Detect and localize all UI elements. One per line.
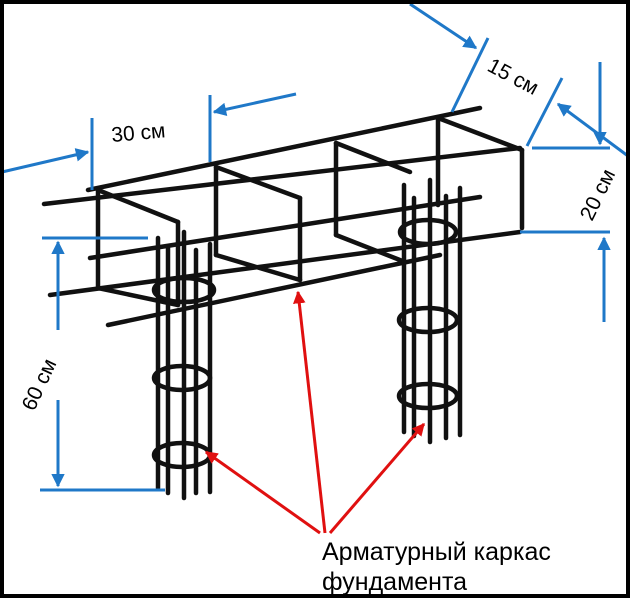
rebar-hoop [397, 217, 459, 247]
rebar-stirrup [333, 232, 408, 265]
pointer-arrow-left-column [204, 450, 321, 535]
column-hoops [151, 217, 460, 470]
dimension-lines [1, 2, 629, 492]
pointer-arrows [204, 290, 426, 535]
rebar-stirrup [333, 140, 413, 175]
rebar-stirrup [213, 164, 303, 201]
page-background [4, 4, 626, 594]
rebar-stirrup [435, 115, 525, 153]
rebar-hoop [151, 363, 213, 393]
rebar-stirrup [213, 252, 303, 283]
rebar-bottom-inner-bar [105, 252, 443, 328]
dim-30-arrow-left [1, 148, 90, 174]
rebar-hoop [396, 381, 460, 411]
rebar-top-back-bar [85, 105, 483, 193]
caption-line-1: Арматурный каркас [322, 538, 551, 566]
rebar-stirrup [95, 187, 181, 225]
dim-label-30: 30 см [110, 119, 166, 147]
rebar-top-front-bar [41, 145, 523, 207]
pointer-arrow-beam [293, 290, 327, 534]
rebar-hoop [151, 275, 217, 305]
dim-15-arrow-bottom [556, 102, 629, 158]
rebar-stirrup [95, 285, 181, 308]
rebar-hoop [396, 305, 460, 335]
pointer-arrow-right-column [328, 423, 426, 534]
caption-line-2: фундамента [322, 568, 467, 596]
dim-15-arrow-top [409, 2, 478, 50]
dim-15-extension-left [450, 37, 490, 113]
dim-30-arrow-right [212, 92, 297, 116]
dim-15-extension-right [525, 77, 564, 147]
